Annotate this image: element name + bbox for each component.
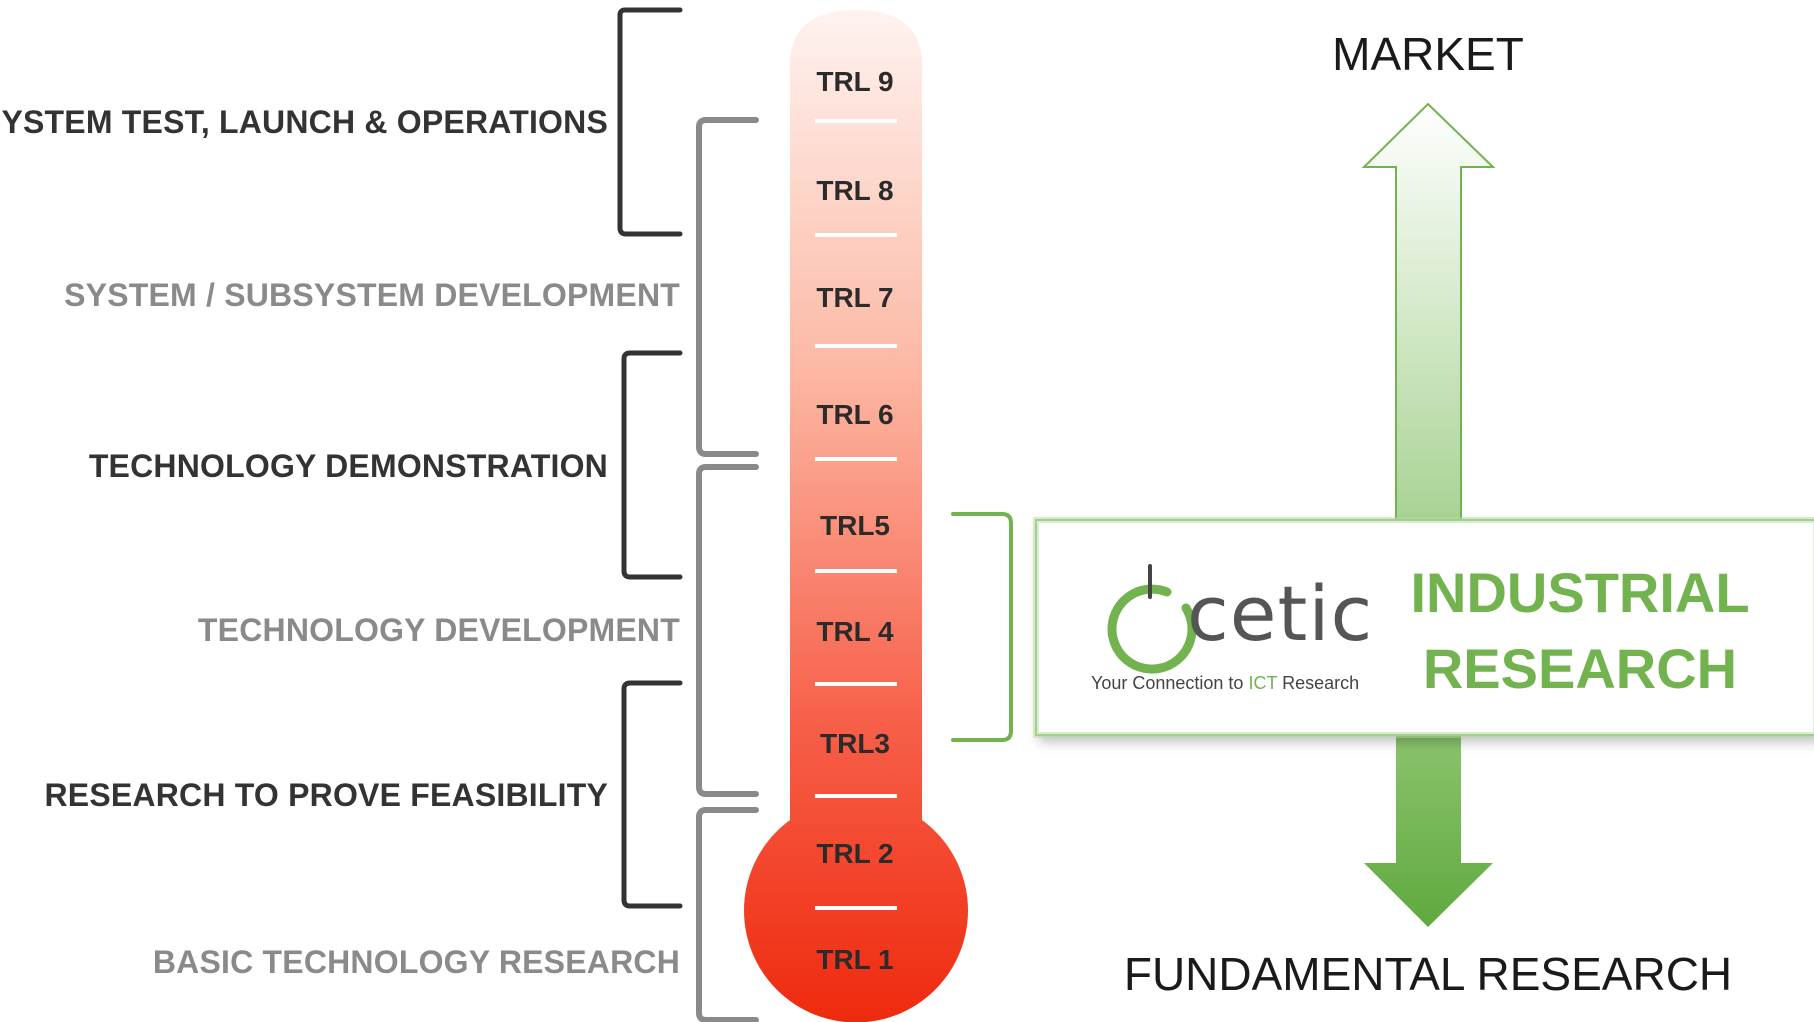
arrow-up-icon [1361,102,1496,521]
trl-5: TRL5 [820,510,890,541]
cetic-logo-name: cetic [1187,569,1374,658]
arrow-down-icon [1364,730,1493,927]
axis-label-market: MARKET [1332,28,1524,80]
trl-2: TRL 2 [816,838,894,869]
bracket-tech-demo [621,350,683,580]
industrial-research-line1: INDUSTRIAL [1410,561,1750,624]
tagline-text-1: Your Connection to [1091,673,1249,693]
industrial-research-title: INDUSTRIAL RESEARCH [1380,555,1780,707]
trl-dividers [815,119,897,910]
trl-4: TRL 4 [816,616,894,647]
trl-1: TRL 1 [816,944,894,975]
cetic-logo-icon [1107,564,1197,674]
phase-technology-development: TECHNOLOGY DEVELOPMENT [197,612,680,648]
dark-brackets [617,7,683,909]
phase-system-test: SYSTEM TEST, LAUNCH & OPERATIONS [0,104,608,140]
industrial-research-line2: RESEARCH [1422,637,1738,700]
phase-research-feasibility: RESEARCH TO PROVE FEASIBILITY [44,777,608,813]
trl-7: TRL 7 [816,282,894,313]
gray-brackets [696,117,759,1022]
phase-technology-demonstration: TECHNOLOGY DEMONSTRATION [88,448,608,484]
market-arrow [1361,102,1496,927]
tagline-text-2: Research [1277,673,1360,693]
phase-subsystem-development: SYSTEM / SUBSYSTEM DEVELOPMENT [64,277,680,313]
axis-label-fundamental-research: FUNDAMENTAL RESEARCH [1123,948,1733,1000]
trl-6: TRL 6 [816,399,894,430]
bracket-system-test [617,7,683,237]
bracket-tech-development [696,464,759,797]
thermometer [744,10,968,1022]
cetic-logo-tagline: Your Connection to ICT Research [1091,673,1359,694]
industrial-research-bracket [951,512,1013,742]
bracket-feasibility [621,680,683,909]
phase-basic-research: BASIC TECHNOLOGY RESEARCH [152,944,680,980]
trl-9: TRL 9 [816,66,894,97]
bracket-basic-research [696,807,759,1022]
bracket-subsystem [696,117,759,457]
tagline-ict: ICT [1248,673,1278,693]
trl-8: TRL 8 [816,175,894,206]
trl-3: TRL3 [820,728,890,759]
